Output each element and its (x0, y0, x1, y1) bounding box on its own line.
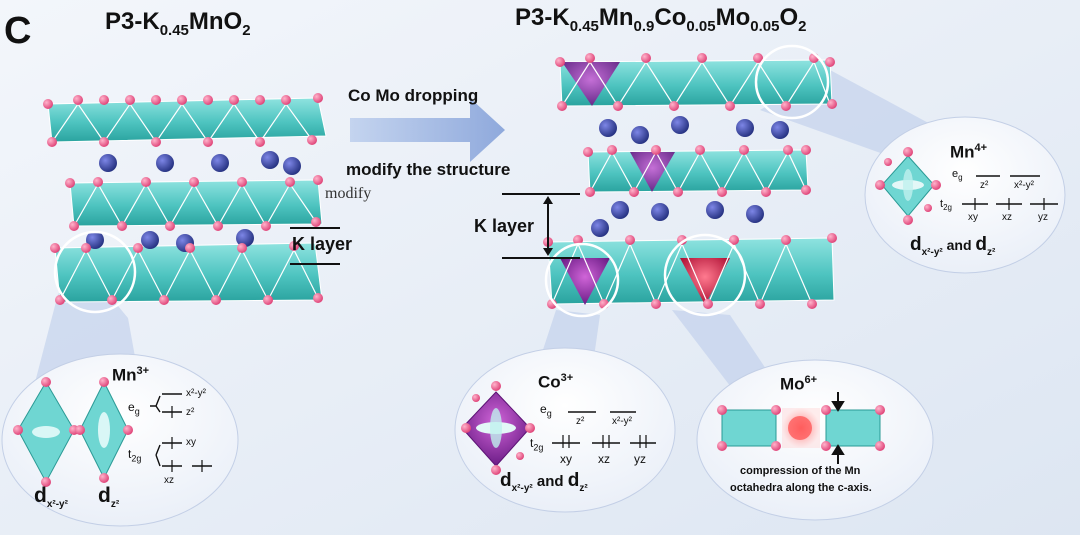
left-structure (43, 93, 340, 314)
mn4-eg-label: eg (952, 168, 963, 183)
co3-ion-label: Co3+ (538, 372, 574, 392)
mn4-orbital-text: dx²-y² and dz² (910, 234, 996, 258)
mo6-caption-line1: compression of the Mn (740, 465, 861, 477)
mn4-ion-label: Mn4+ (950, 142, 988, 162)
mn3-level-2: xy (186, 437, 196, 448)
transition-arrow (350, 98, 505, 162)
panel-label: C (4, 10, 32, 52)
co3-t2-label: t2g (530, 436, 544, 453)
right-k-ions (591, 116, 789, 237)
right-highlight-circle-mn4 (754, 44, 830, 120)
right-structure (502, 44, 837, 318)
right-slab-2 (587, 149, 809, 194)
mn3-level-3: xz (164, 475, 174, 486)
mn4-t2-label: t2g (940, 198, 952, 213)
right-slab-3 (547, 237, 835, 306)
left-highlight-circle (53, 230, 137, 314)
left-slab-2 (69, 179, 323, 228)
mn3-octahedra-icon (13, 377, 133, 487)
right-slab-1 (559, 59, 833, 108)
mn3-level-0: x²-y² (186, 388, 206, 399)
right-k-layer-arrowhead-up (543, 196, 553, 204)
mo6-octahedra-icon (717, 405, 885, 451)
arrow-label-top: Co Mo dropping (348, 86, 479, 105)
co3-octahedron-icon (461, 381, 535, 475)
co3-level-2: xy (560, 452, 572, 466)
co3-bubble (454, 347, 676, 513)
co3-energy-levels (552, 411, 656, 444)
co3-level-4: yz (634, 452, 646, 466)
mn3-t2-label: t2g (128, 447, 142, 464)
arrow-label-extra: modify (325, 185, 372, 202)
mn3-level-1: z² (186, 407, 195, 418)
right-o-ions (543, 53, 837, 309)
mn3-orbital-dx2y2: dx²-y² (34, 484, 68, 511)
right-k-layer-label: K layer (474, 216, 535, 236)
mn4-level-4: yz (1038, 212, 1048, 223)
mn3-ion-label: Mn3+ (112, 365, 150, 385)
mo6-compression-arrows (831, 392, 845, 464)
mn3-energy-levels (150, 393, 212, 467)
left-o-ions (43, 93, 323, 305)
co3-level-1: x²-y² (612, 416, 632, 427)
right-title: P3-K0.45Mn0.9Co0.05Mo0.05O2 (515, 4, 807, 35)
co3-electron-arrows (562, 435, 647, 448)
right-highlight-circle-mo6 (663, 233, 747, 317)
right-k-layer-arrowhead-down (543, 248, 553, 256)
arrow-label-bottom: modify the structure (346, 160, 511, 179)
co3-eg-label: eg (540, 402, 552, 419)
mn4-level-2: xy (968, 212, 978, 223)
mn4-electron-arrows (974, 198, 1045, 210)
mn4-octahedron-icon (875, 147, 941, 225)
mn3-orbital-dz2: dz² (98, 484, 120, 511)
co3-level-0: z² (576, 416, 585, 427)
co3-level-3: xz (598, 452, 610, 466)
mn3-eg-label: eg (128, 400, 140, 417)
co3-orbital-text: dx²-y² and dz² (500, 470, 588, 494)
mo6-caption-line2: octahedra along the c-axis. (730, 482, 872, 494)
left-title: P3-K0.45MnO2 (105, 8, 251, 39)
mo6-ion-label: Mo6+ (780, 374, 818, 394)
mn3-electron-arrows (171, 406, 203, 472)
mn4-level-0: z² (980, 180, 989, 191)
left-k-layer-label: K layer (292, 234, 353, 254)
mn4-level-3: xz (1002, 212, 1012, 223)
left-k-ions (86, 151, 301, 252)
right-highlight-circle-co3 (544, 242, 620, 318)
mn4-level-1: x²-y² (1014, 180, 1034, 191)
mn4-bubble (864, 116, 1066, 274)
